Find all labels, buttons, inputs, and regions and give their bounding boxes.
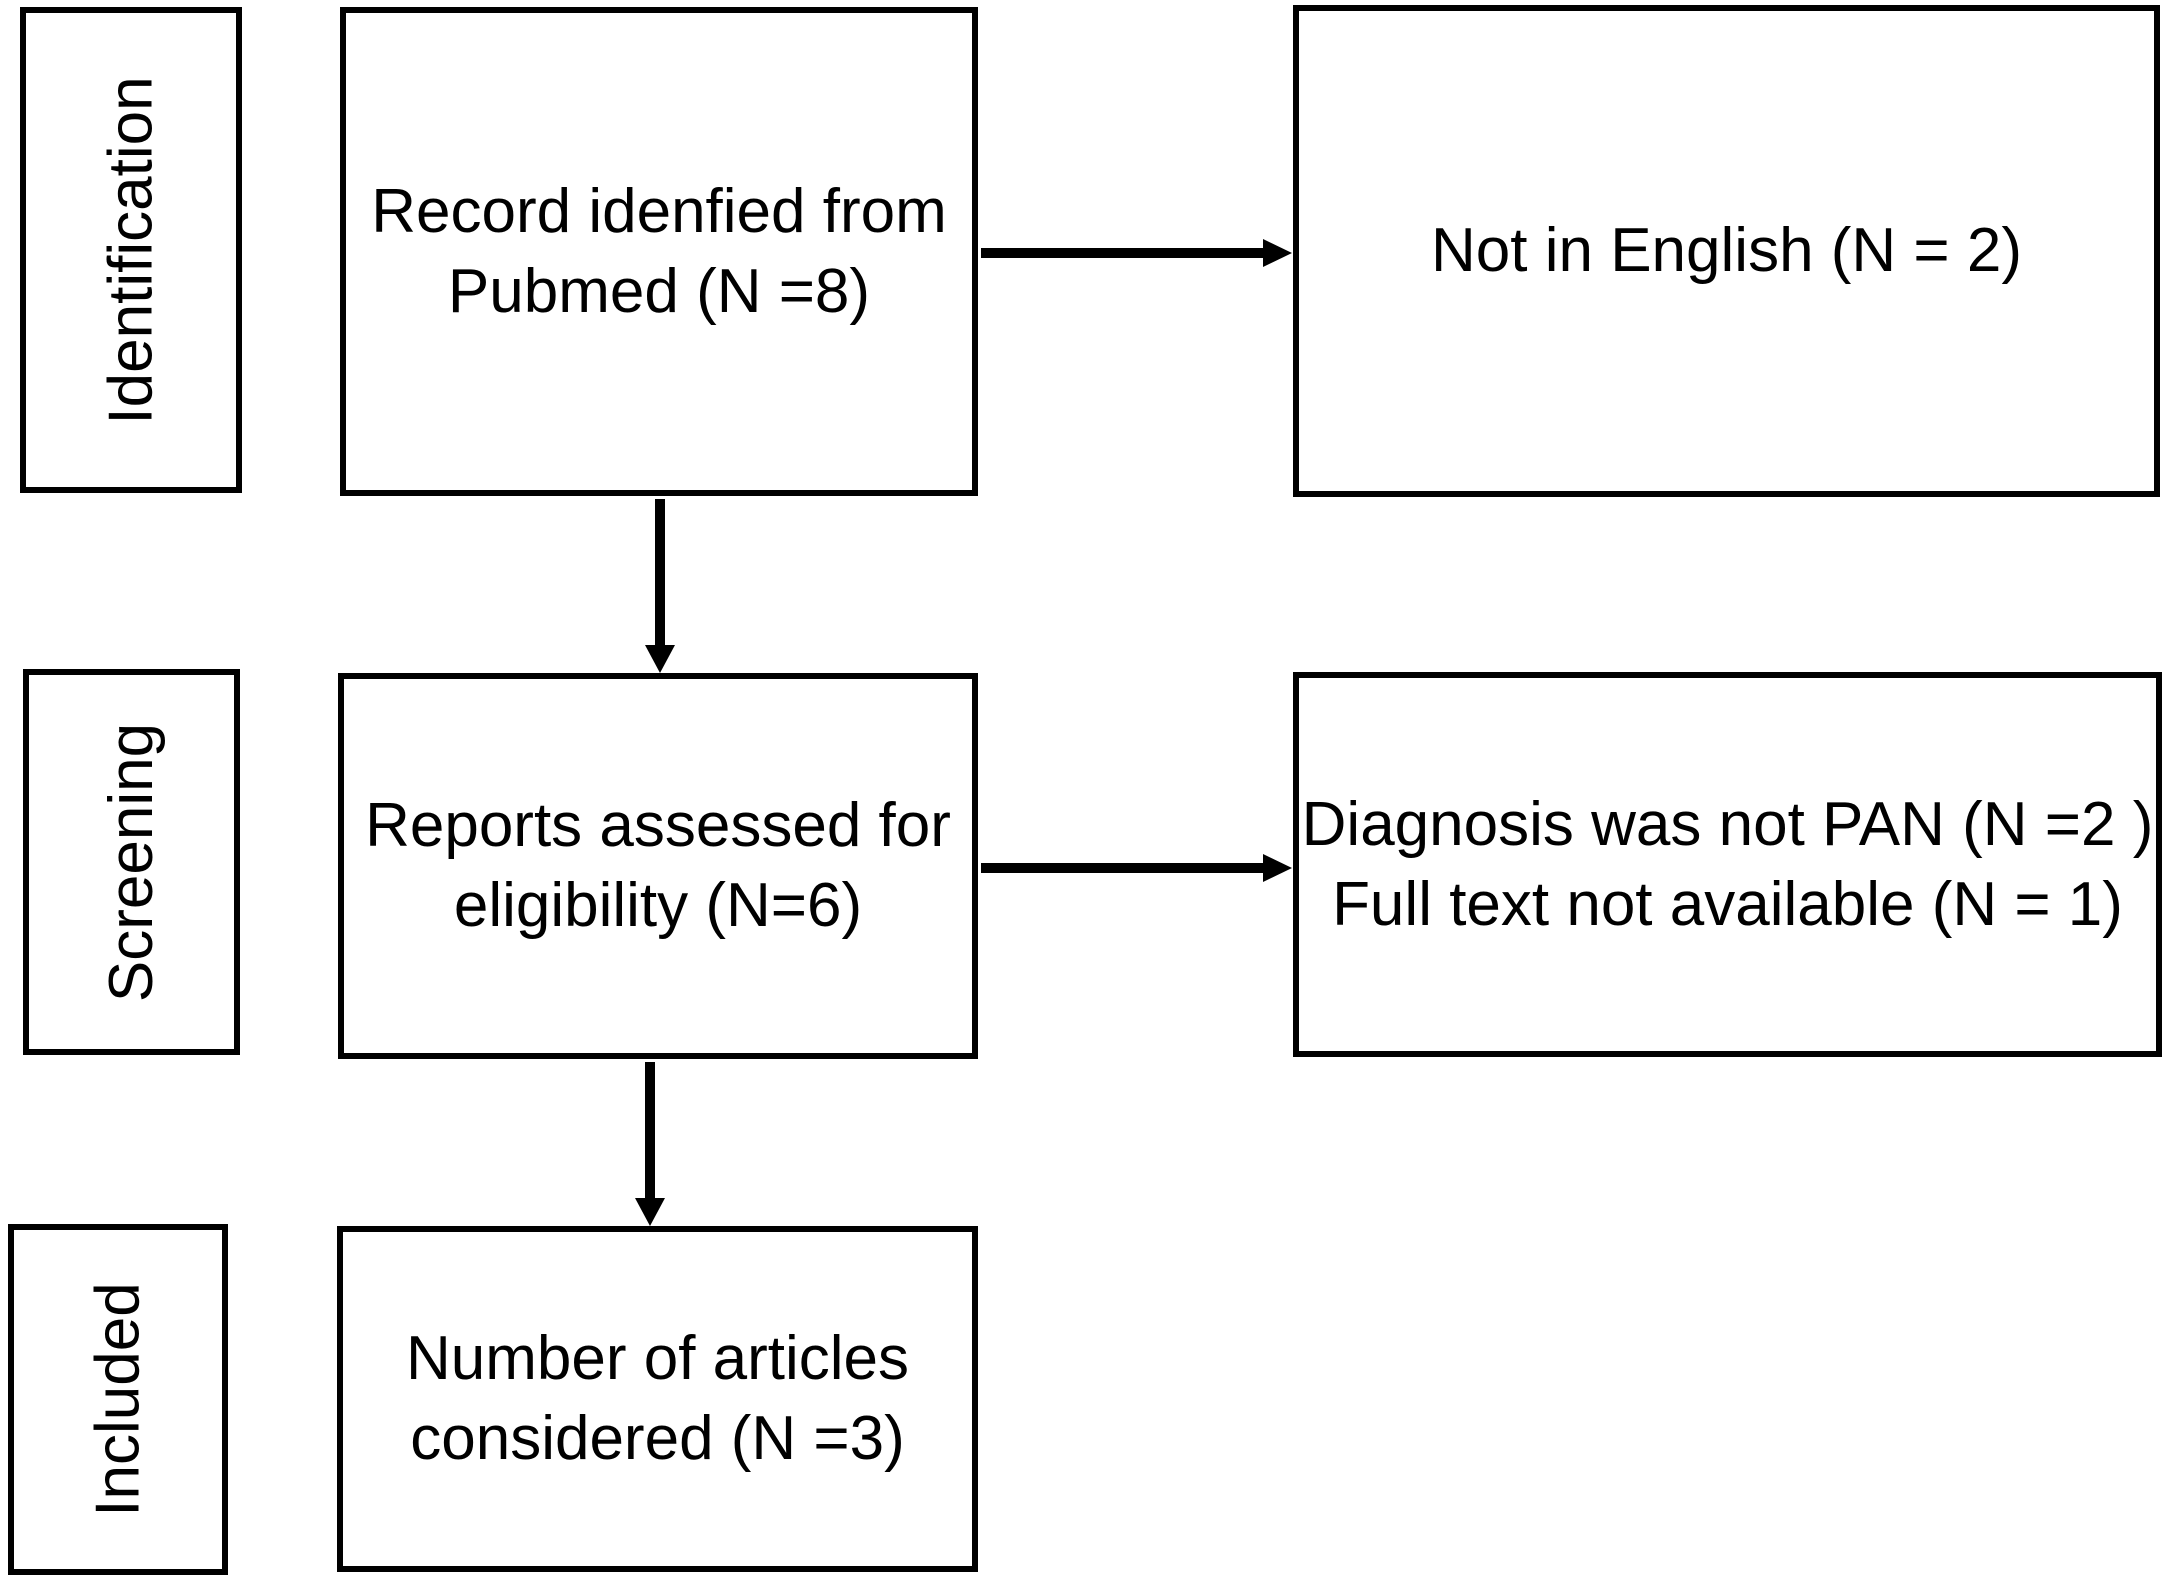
reports-assessed-line-1: Reports assessed for <box>365 791 951 861</box>
excluded-eligibility-line-2: Full text not available (N = 1) <box>1332 869 2123 939</box>
node-box-articles-included: Number of articles considered (N =3) <box>337 1226 978 1572</box>
articles-included-line-2: considered (N =3) <box>410 1404 905 1473</box>
stage-label-screening: Screening <box>97 722 166 1002</box>
node-box-excluded-not-english: Not in English (N = 2) <box>1293 5 2160 497</box>
arrow-identified-to-not-english-head <box>1263 239 1292 267</box>
records-identified-text: Record idenfied from Pubmed (N =8) <box>346 172 972 332</box>
stage-label-included: Included <box>83 1282 153 1517</box>
node-box-excluded-eligibility: Diagnosis was not PAN (N =2 ) Full text … <box>1293 672 2162 1057</box>
arrow-assessed-to-included-line <box>645 1062 655 1198</box>
records-identified-line-2: Pubmed (N =8) <box>447 256 871 326</box>
records-identified-line-1: Record idenfied from <box>371 176 947 246</box>
stage-box-screening: Screening <box>23 669 240 1055</box>
arrow-identified-to-assessed-line <box>655 499 665 645</box>
arrow-identified-to-not-english-line <box>981 248 1263 258</box>
node-box-reports-assessed: Reports assessed for eligibility (N=6) <box>338 673 978 1059</box>
arrow-assessed-to-excluded-head <box>1263 854 1292 882</box>
reports-assessed-text: Reports assessed for eligibility (N=6) <box>344 786 972 946</box>
excluded-eligibility-line-1: Diagnosis was not PAN (N =2 ) <box>1301 789 2154 859</box>
arrow-assessed-to-excluded-line <box>981 863 1263 873</box>
excluded-not-english-text: Not in English (N = 2) <box>1299 211 2154 291</box>
stage-label-identification: Identification <box>96 75 166 425</box>
articles-included-text: Number of articles considered (N =3) <box>343 1319 972 1479</box>
excluded-eligibility-text: Diagnosis was not PAN (N =2 ) Full text … <box>1299 785 2156 945</box>
excluded-not-english-line-1: Not in English (N = 2) <box>1431 216 2022 286</box>
arrow-assessed-to-included-head <box>635 1198 665 1226</box>
arrow-identified-to-assessed-head <box>645 645 675 673</box>
node-box-records-identified: Record idenfied from Pubmed (N =8) <box>340 7 978 496</box>
reports-assessed-line-2: eligibility (N=6) <box>453 871 863 940</box>
stage-box-included: Included <box>8 1224 228 1575</box>
articles-included-line-1: Number of articles <box>405 1324 910 1394</box>
stage-box-identification: Identification <box>20 7 242 493</box>
